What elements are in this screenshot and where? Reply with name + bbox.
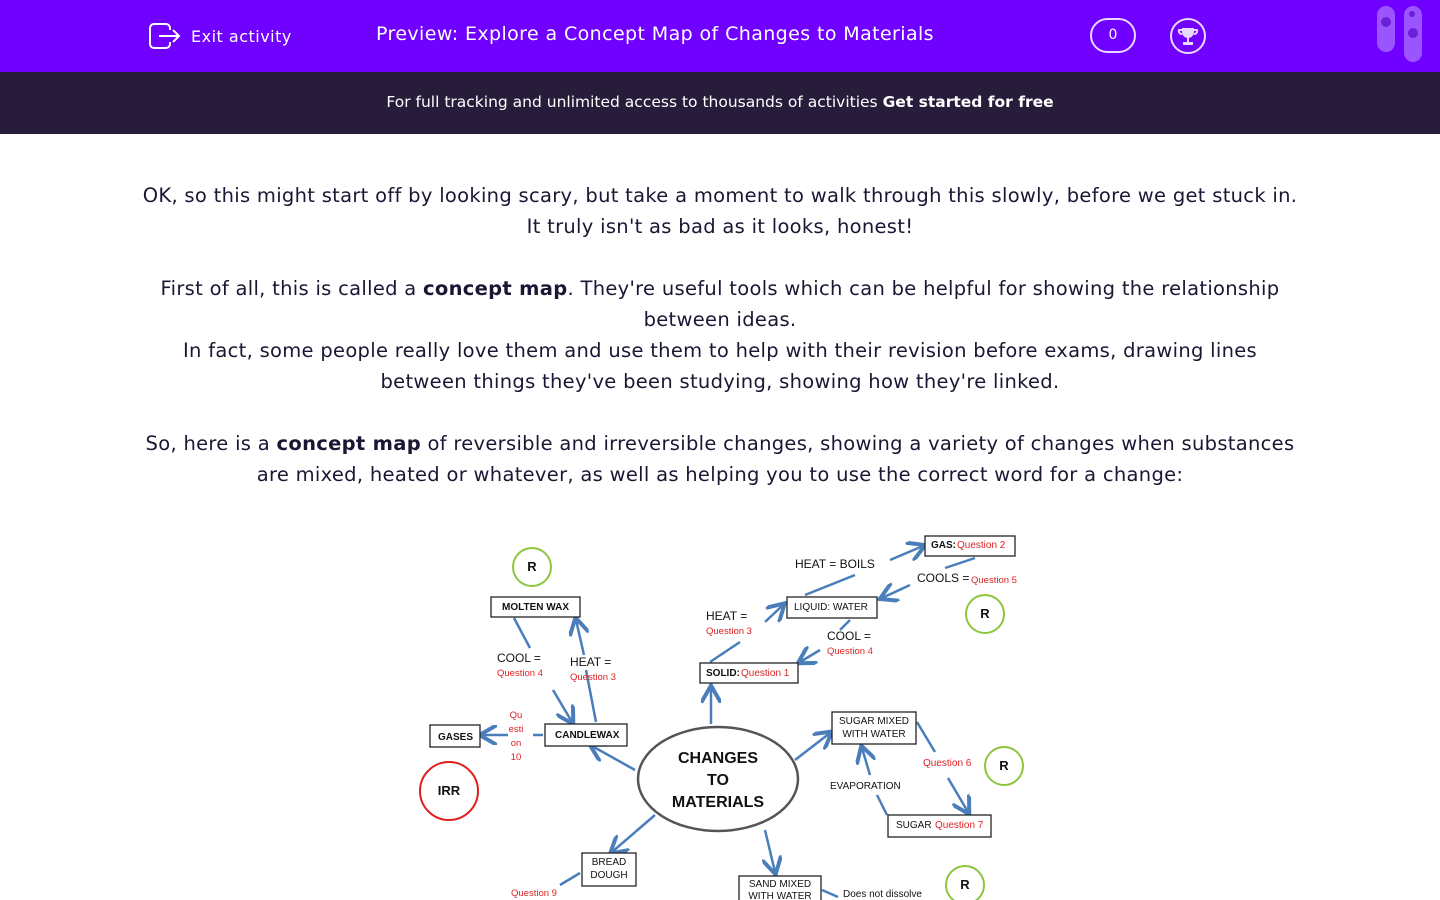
reversible-badge	[965, 594, 1005, 634]
svg-text:Question 3: Question 3	[706, 626, 752, 637]
banner-text: For full tracking and unlimited access t…	[386, 93, 883, 111]
svg-text:Question 7: Question 7	[935, 820, 984, 831]
svg-text:GAS:: GAS:	[931, 540, 956, 551]
svg-text:COOL =: COOL =	[827, 629, 871, 643]
reversible-badge	[984, 746, 1024, 786]
svg-text:COOLS =: COOLS =	[917, 571, 969, 585]
svg-text:GASES: GASES	[438, 732, 473, 743]
connector-arrows	[482, 546, 976, 899]
svg-text:Question 4: Question 4	[497, 668, 543, 679]
svg-text:HEAT =: HEAT =	[570, 655, 611, 669]
svg-text:WITH WATER: WITH WATER	[842, 729, 905, 740]
svg-text:CANDLEWAX: CANDLEWAX	[555, 730, 620, 741]
svg-text:Qu: Qu	[510, 710, 523, 721]
svg-text:BREAD: BREAD	[592, 857, 626, 868]
svg-text:MATERIALS: MATERIALS	[672, 794, 764, 811]
svg-text:10: 10	[511, 752, 522, 763]
svg-text:R: R	[527, 559, 537, 574]
paragraph-intro: OK, so this might start off by looking s…	[142, 184, 1298, 238]
svg-text:SOLID:: SOLID:	[706, 668, 740, 679]
svg-text:R: R	[999, 758, 1009, 773]
top-bar: Exit activity Preview: Explore a Concept…	[0, 0, 1440, 72]
test-tubes-logo	[1377, 6, 1422, 62]
exit-icon	[149, 23, 181, 49]
svg-text:MOLTEN WAX: MOLTEN WAX	[502, 602, 569, 613]
exit-activity-button[interactable]: Exit activity	[149, 22, 292, 50]
svg-text:Question 1: Question 1	[741, 668, 790, 679]
svg-text:Question 2: Question 2	[957, 540, 1006, 551]
trophy-button[interactable]	[1170, 18, 1206, 54]
exit-label: Exit activity	[191, 26, 292, 46]
paragraph-concept-map: First of all, this is called a concept m…	[160, 277, 1280, 393]
svg-text:Question 9: Question 9	[511, 888, 557, 899]
reversible-badge	[945, 865, 985, 900]
svg-text:SAND MIXED: SAND MIXED	[749, 879, 811, 890]
center-node	[636, 725, 800, 833]
page-title: Preview: Explore a Concept Map of Change…	[376, 23, 934, 45]
score-badge: 0	[1090, 18, 1136, 53]
svg-text:TO: TO	[707, 772, 729, 789]
svg-text:on: on	[511, 738, 522, 749]
signup-banner: For full tracking and unlimited access t…	[0, 72, 1440, 134]
svg-text:LIQUID: WATER: LIQUID: WATER	[794, 602, 868, 613]
trophy-icon	[1177, 28, 1199, 45]
reversible-badge	[512, 547, 552, 587]
svg-text:esti: esti	[509, 724, 524, 735]
svg-text:Question 3: Question 3	[570, 672, 616, 683]
svg-text:Question 6: Question 6	[923, 758, 972, 769]
svg-text:EVAPORATION: EVAPORATION	[830, 781, 901, 792]
irreversible-badge	[419, 761, 479, 821]
svg-text:HEAT =: HEAT =	[706, 609, 747, 623]
svg-text:SUGAR MIXED: SUGAR MIXED	[839, 716, 909, 727]
get-started-link[interactable]: Get started for free	[882, 93, 1054, 111]
svg-text:SUGAR: SUGAR	[896, 820, 932, 831]
svg-text:COOL =: COOL =	[497, 651, 541, 665]
svg-text:R: R	[980, 606, 990, 621]
svg-text:Does not dissolve: Does not dissolve	[843, 889, 922, 900]
svg-text:WITH WATER: WITH WATER	[748, 891, 811, 900]
svg-text:Question 5: Question 5	[971, 575, 1017, 586]
svg-text:Question 4: Question 4	[827, 646, 873, 657]
svg-text:IRR: IRR	[438, 783, 461, 798]
svg-text:DOUGH: DOUGH	[590, 870, 627, 881]
svg-text:CHANGES: CHANGES	[678, 750, 758, 767]
svg-text:HEAT = BOILS: HEAT = BOILS	[795, 557, 875, 571]
paragraph-map-intro: So, here is a concept map of reversible …	[145, 432, 1295, 486]
svg-text:R: R	[960, 877, 970, 892]
activity-text: OK, so this might start off by looking s…	[140, 134, 1300, 490]
